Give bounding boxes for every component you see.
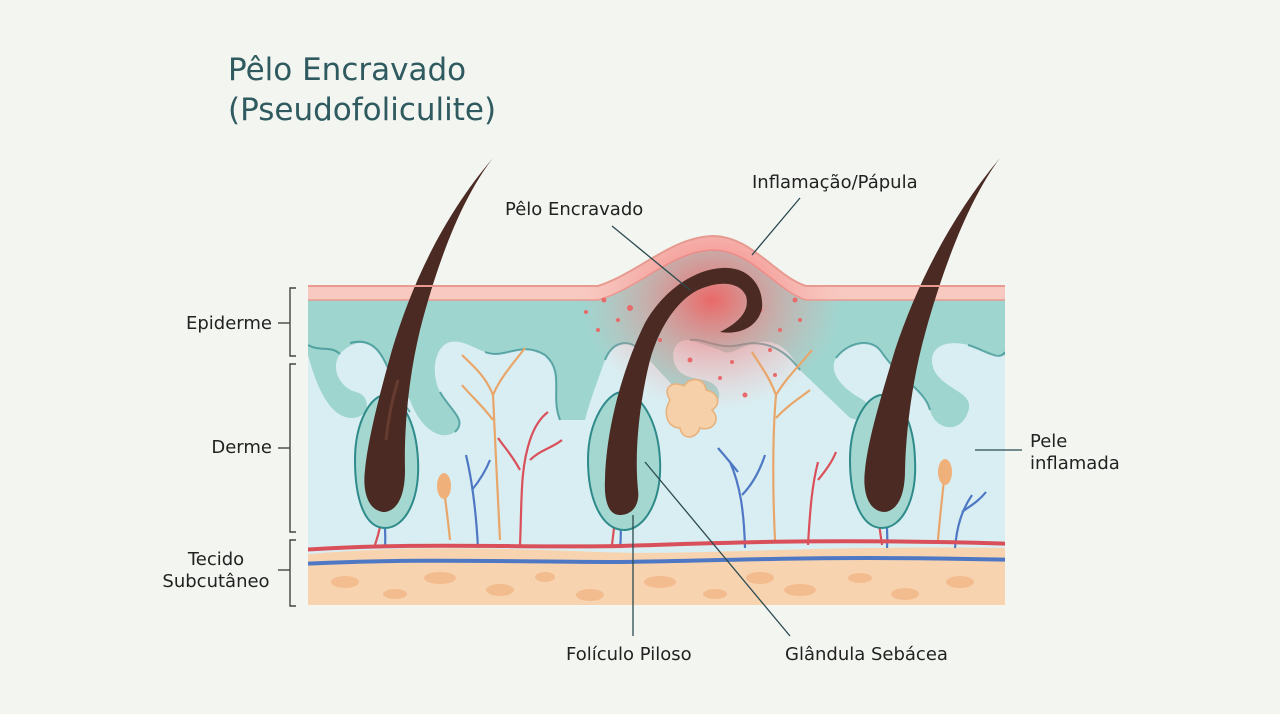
label-tecido-subcutaneo: Tecido Subcutâneo (160, 549, 272, 593)
label-derme: Derme (211, 437, 272, 458)
leader-lines (611, 197, 1022, 637)
fat-cells (331, 572, 974, 601)
label-glandula-sebacea: Glândula Sebácea (785, 644, 948, 665)
label-pele-line2: inflamada (1030, 453, 1120, 474)
label-epiderme: Epiderme (186, 313, 272, 334)
title-line-2: (Pseudofoliculite) (228, 92, 497, 128)
label-pele-line1: Pele (1030, 431, 1068, 452)
label-inflamacao-papula: Inflamação/Pápula (752, 172, 918, 193)
sebaceous-gland (665, 378, 719, 438)
label-tecido-line2: Subcutâneo (162, 571, 270, 592)
label-foliculo-piloso: Folículo Piloso (566, 644, 692, 665)
hair-ingrown (604, 267, 763, 515)
label-pele-inflamada: Pele inflamada (1030, 431, 1120, 475)
title-line-1: Pêlo Encravado (228, 52, 467, 88)
layer-brackets (278, 287, 296, 607)
skin-surface-line (308, 234, 1005, 287)
hair-left (364, 158, 493, 512)
diagram-title: Pêlo Encravado (Pseudofoliculite) (228, 50, 496, 130)
label-tecido-line1: Tecido (187, 549, 245, 570)
main-vein (308, 556, 1005, 566)
inflammation-glow (582, 236, 842, 410)
main-artery (308, 539, 1005, 552)
label-pelo-encravado: Pêlo Encravado (505, 199, 644, 220)
nerves (442, 347, 946, 541)
hair-right (864, 158, 1000, 512)
